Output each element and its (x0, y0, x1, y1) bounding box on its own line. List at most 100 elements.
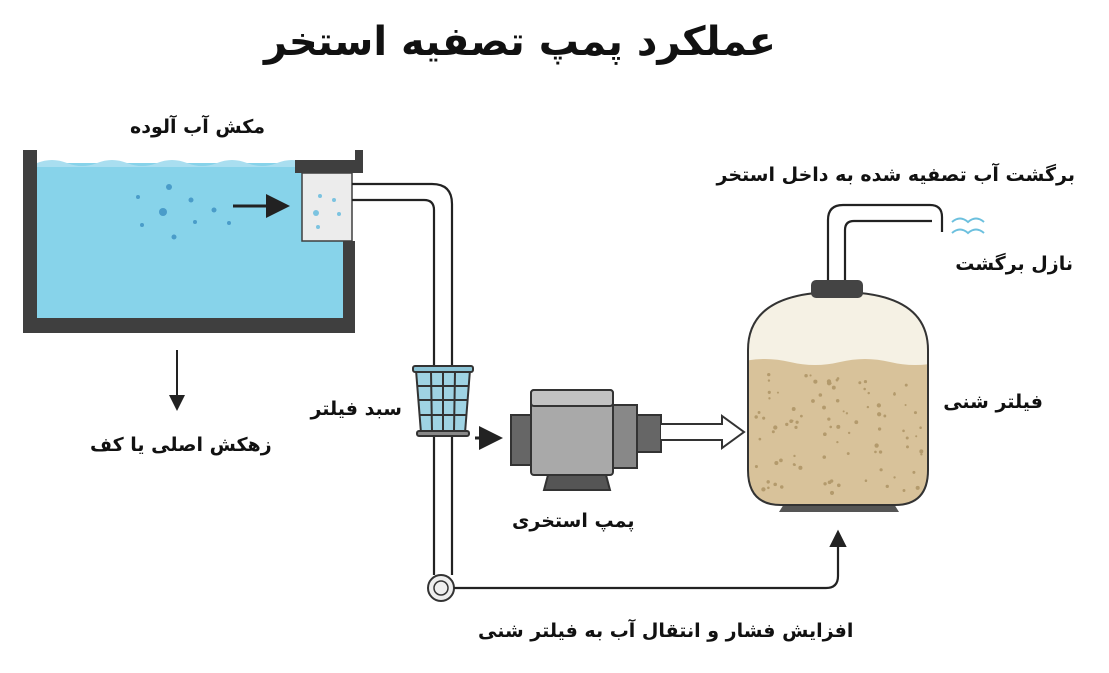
sand-grain (800, 414, 803, 418)
sand-grain (845, 412, 849, 415)
sand-grain (836, 424, 841, 429)
sand-grain (795, 420, 799, 424)
sand-grain (823, 482, 827, 486)
sand-grain (758, 437, 762, 441)
sand-grain (867, 391, 870, 395)
pressure-line-arrow (454, 529, 847, 590)
valve-icon (427, 574, 455, 602)
sand-grain (767, 486, 770, 490)
sand-grain (792, 463, 796, 466)
sand-grain (835, 398, 840, 403)
sand-grain (863, 387, 866, 391)
sand-grain (768, 397, 771, 400)
suction-pipe (352, 182, 454, 575)
sand-grain (905, 436, 909, 440)
sand-grain (874, 450, 877, 454)
label-strainer-basket: سبد فیلتر (310, 398, 402, 420)
label-suction: مکش آب آلوده (130, 116, 266, 138)
sand-grain (920, 453, 923, 456)
sand-grain (798, 465, 803, 470)
label-sand-filter: فیلتر شنی (943, 391, 1043, 413)
sand-grain (793, 454, 796, 458)
sand-grain (858, 381, 862, 385)
sand-filter (747, 280, 929, 512)
label-return-nozzle: نازل برگشت (955, 253, 1073, 275)
sand-grain (766, 480, 770, 484)
sand-grain (754, 464, 758, 469)
sand-grain (919, 449, 924, 454)
sand-grain (893, 476, 896, 479)
sand-grain (913, 411, 917, 415)
sand-grain (762, 416, 766, 420)
sand-grain (809, 374, 812, 377)
sand-grain (761, 487, 766, 492)
sand-grain (829, 490, 835, 495)
sand-grain (915, 435, 918, 438)
sand-grain (754, 415, 758, 419)
sand-grain (767, 372, 771, 377)
sand-grain (906, 445, 909, 449)
sand-grain (836, 483, 841, 488)
sand-grain (827, 480, 832, 485)
sand-grain (874, 443, 879, 448)
sand-grain (866, 405, 870, 409)
sand-grain (879, 468, 883, 472)
sand-grain (831, 385, 836, 390)
debris-dots (136, 184, 231, 240)
sand-grain (773, 482, 778, 487)
sand-grain (811, 399, 815, 403)
sand-grain (877, 427, 882, 431)
page-title: عملکرد پمپ تصفیه استخر (264, 19, 776, 65)
sand-grain (757, 411, 761, 414)
sand-grain (904, 383, 908, 387)
sand-grain (822, 455, 827, 459)
sand-grain (877, 412, 882, 417)
label-pump: پمپ استخری (512, 510, 635, 532)
sand-grain (774, 461, 779, 466)
sand-grain (779, 458, 783, 463)
strainer-basket (412, 365, 474, 437)
return-pipe (826, 203, 944, 282)
sand-grain (885, 484, 889, 489)
sand-grain (791, 407, 796, 411)
sand-grain (822, 405, 826, 410)
sand-grain (876, 403, 882, 408)
sand-grain (804, 373, 808, 378)
label-pressure: افزایش فشار و انتقال آب به فیلتر شنی (478, 620, 854, 642)
sand-grain (771, 430, 775, 434)
sand-grain (893, 392, 896, 396)
sand-grain (780, 485, 784, 489)
sand-grain (794, 425, 798, 430)
sand-grain (878, 450, 883, 454)
sand-grain (902, 489, 906, 492)
sand-grain (846, 452, 850, 456)
label-return: برگشت آب تصفیه شده به داخل استخر (716, 164, 1075, 186)
sand-grain (826, 379, 832, 384)
sand-grain (864, 479, 868, 482)
sand-grain (915, 485, 920, 490)
sand-grain (919, 426, 922, 429)
sand-grain (767, 390, 771, 394)
pool (23, 150, 355, 333)
pool-water (37, 163, 343, 318)
sand-grain (863, 379, 868, 384)
sand-grain (904, 404, 907, 407)
sand-grain (842, 410, 845, 413)
pump (510, 389, 662, 491)
sand-grain (854, 420, 859, 425)
sand-grain (835, 378, 839, 382)
pump-outlet-arrow (661, 414, 746, 450)
sand-grain (836, 440, 839, 444)
sand-grain (912, 470, 916, 474)
sand-grain (813, 379, 818, 384)
sand-grain (902, 429, 905, 433)
skimmer (295, 150, 363, 242)
sand-grain (883, 414, 887, 418)
sand-grain (773, 425, 778, 430)
sand-grain (818, 393, 823, 397)
sand-grain (822, 432, 827, 437)
sand-grain (791, 419, 794, 422)
water-wave-icon (951, 217, 985, 235)
